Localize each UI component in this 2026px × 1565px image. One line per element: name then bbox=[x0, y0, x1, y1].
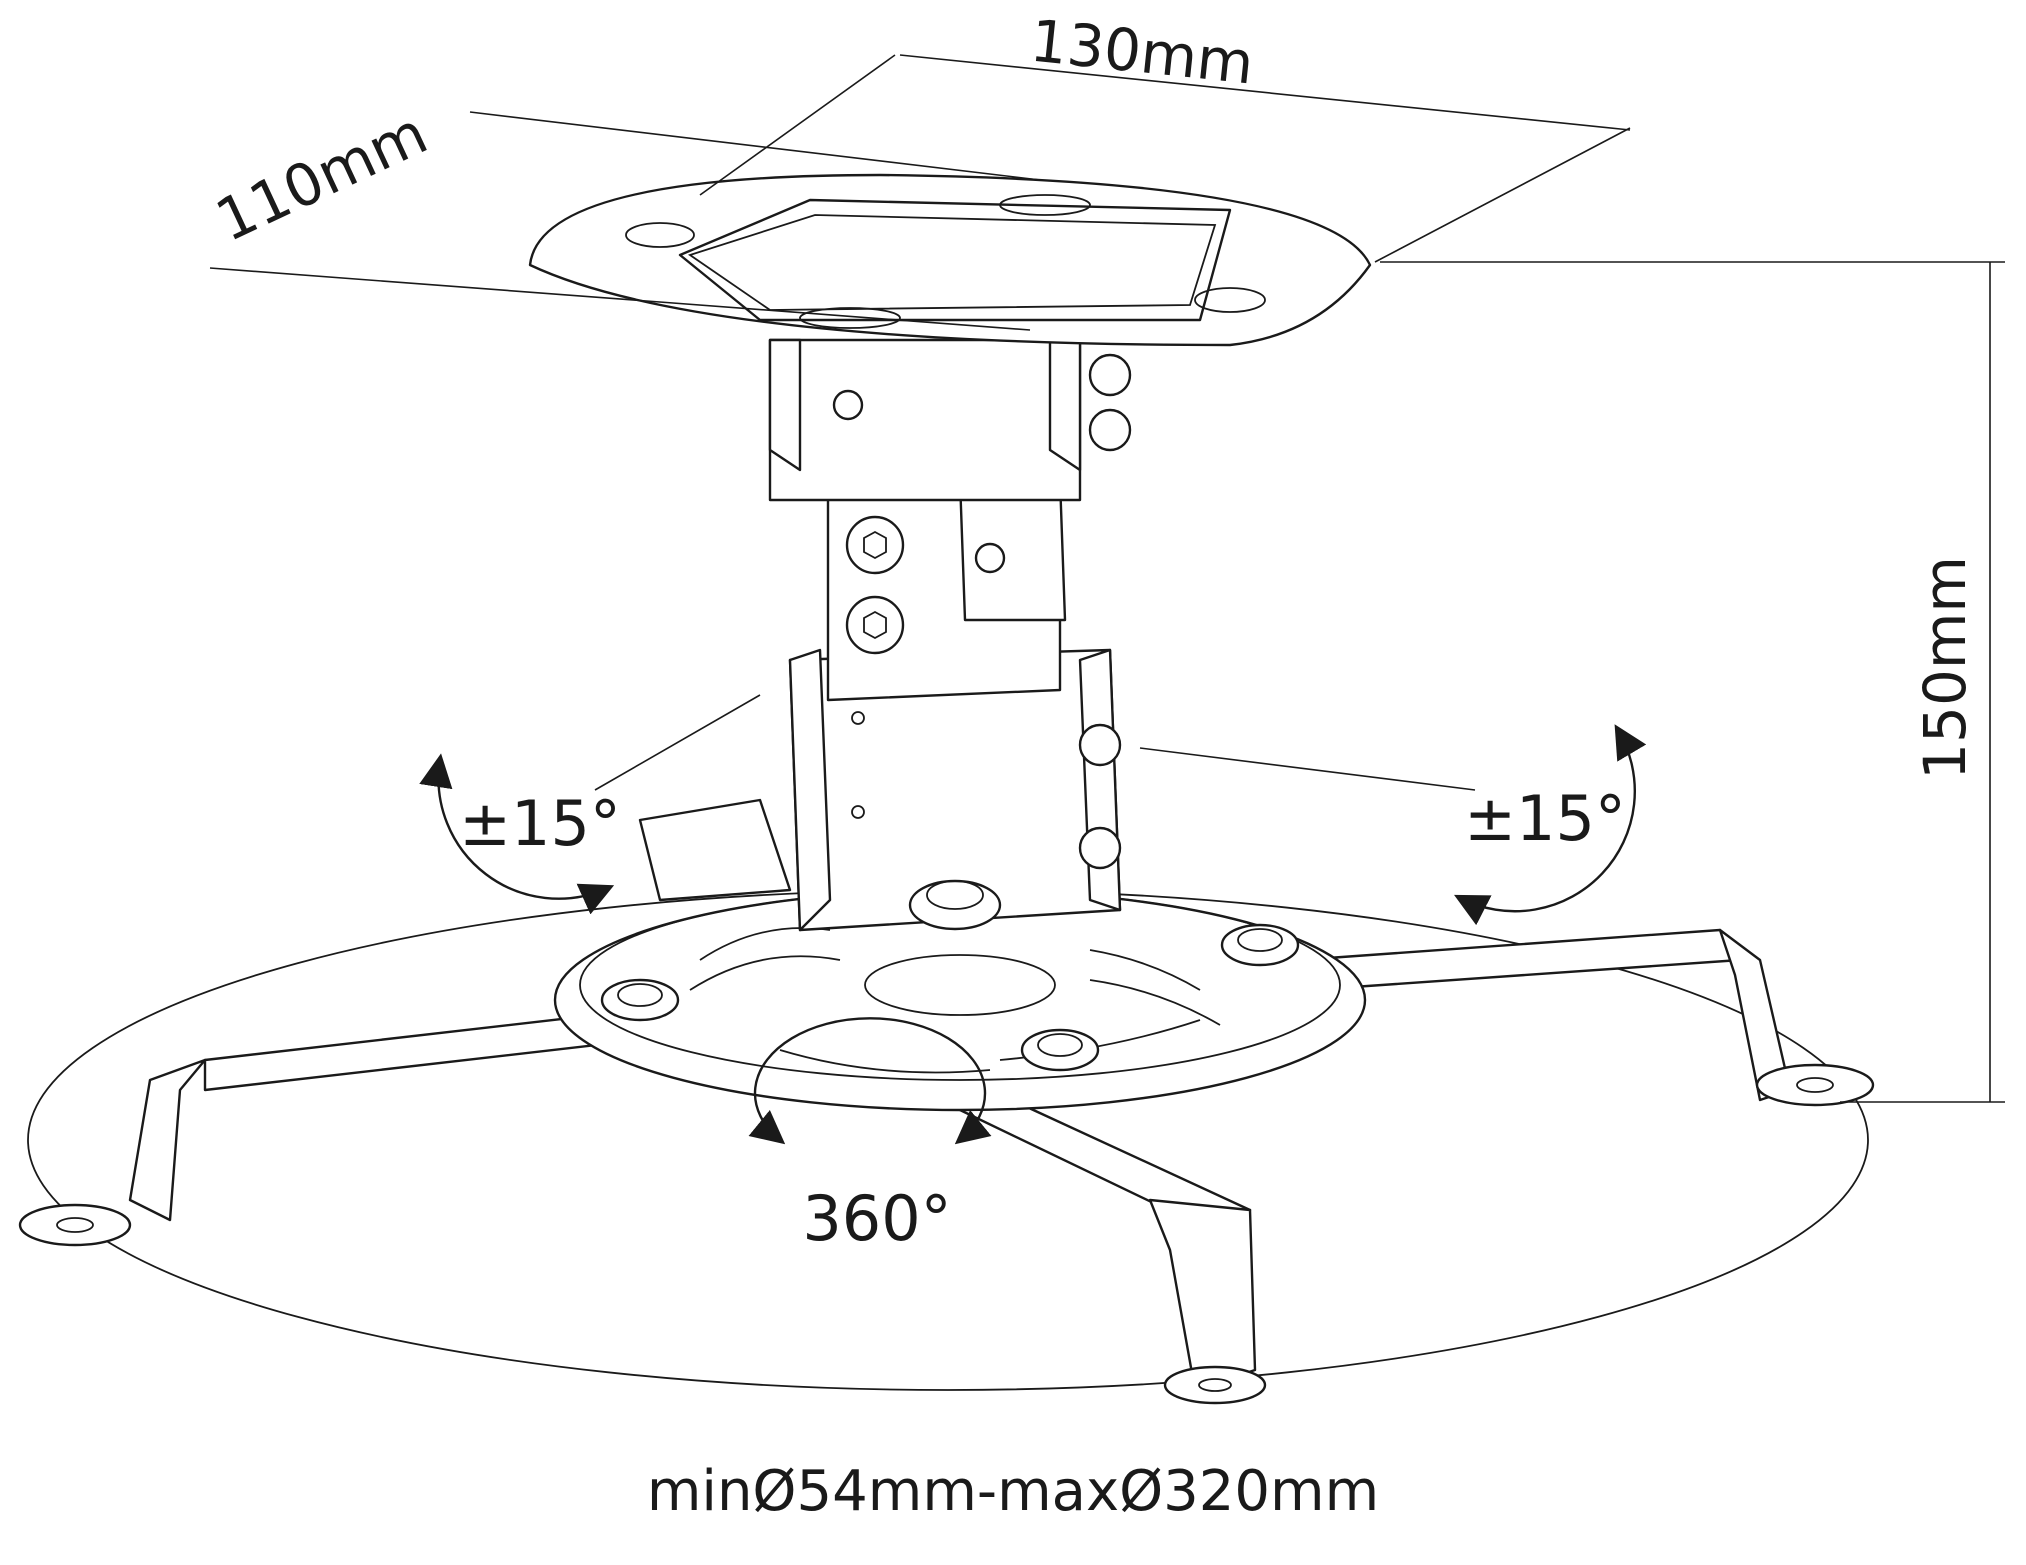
spider-arms bbox=[18, 798, 1875, 1405]
diameter-range-label: minØ54mm-maxØ320mm bbox=[647, 1459, 1379, 1524]
rotation-arrows bbox=[419, 724, 1647, 1145]
width-dimension-label: 130mm bbox=[1027, 7, 1257, 98]
swivel-arrow bbox=[748, 1017, 992, 1145]
lower-bracket bbox=[788, 648, 1122, 932]
depth-dimension-label: 110mm bbox=[206, 99, 437, 255]
round-base-plate bbox=[553, 888, 1367, 1112]
tilt-right-arrow bbox=[1454, 724, 1647, 926]
tilt-right-label: ±15° bbox=[1464, 782, 1626, 855]
ceiling-plate bbox=[528, 173, 1372, 347]
middle-column bbox=[826, 468, 1067, 702]
tilt-left-label: ±15° bbox=[459, 787, 621, 860]
upper-bracket bbox=[768, 338, 1132, 502]
swivel-label: 360° bbox=[802, 1182, 951, 1255]
tilt-left-arrow bbox=[419, 753, 615, 915]
height-dimension-label: 150mm bbox=[1911, 556, 1979, 780]
dimension-lines bbox=[209, 54, 2005, 1103]
